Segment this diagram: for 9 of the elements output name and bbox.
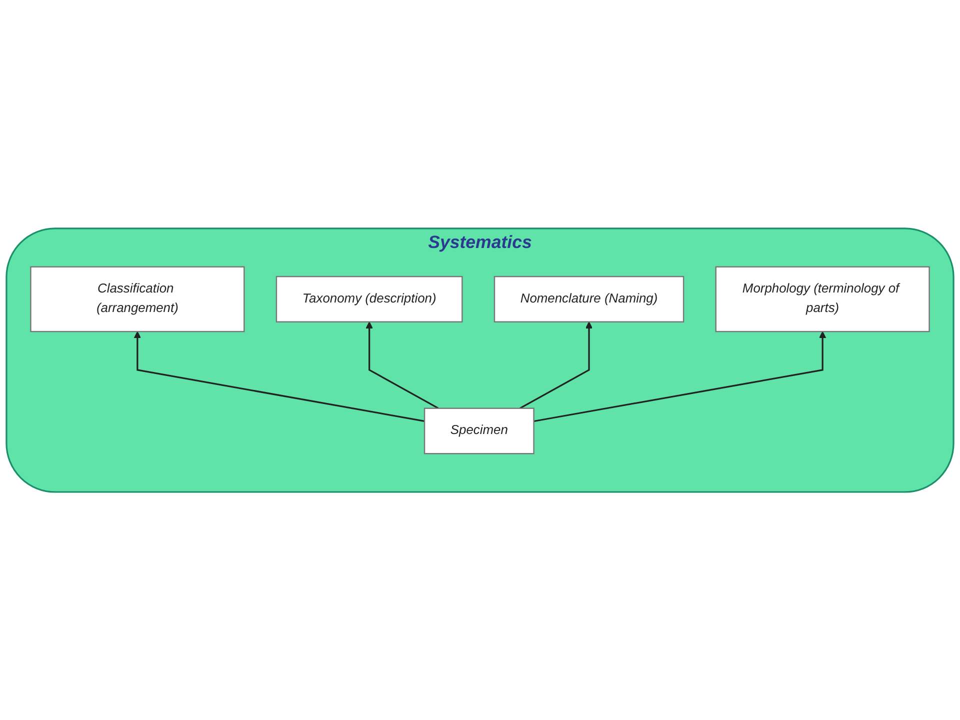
node-box: Taxonomy (description)	[276, 276, 463, 322]
node-box: Nomenclature (Naming)	[494, 276, 684, 322]
arrow	[366, 321, 439, 409]
arrow	[534, 330, 826, 422]
arrow	[520, 321, 593, 409]
arrow	[134, 330, 425, 422]
node-box: Morphology (terminology of parts)	[715, 266, 930, 332]
node-box: Classification (arrangement)	[30, 266, 245, 332]
node-box: Specimen	[424, 408, 534, 454]
